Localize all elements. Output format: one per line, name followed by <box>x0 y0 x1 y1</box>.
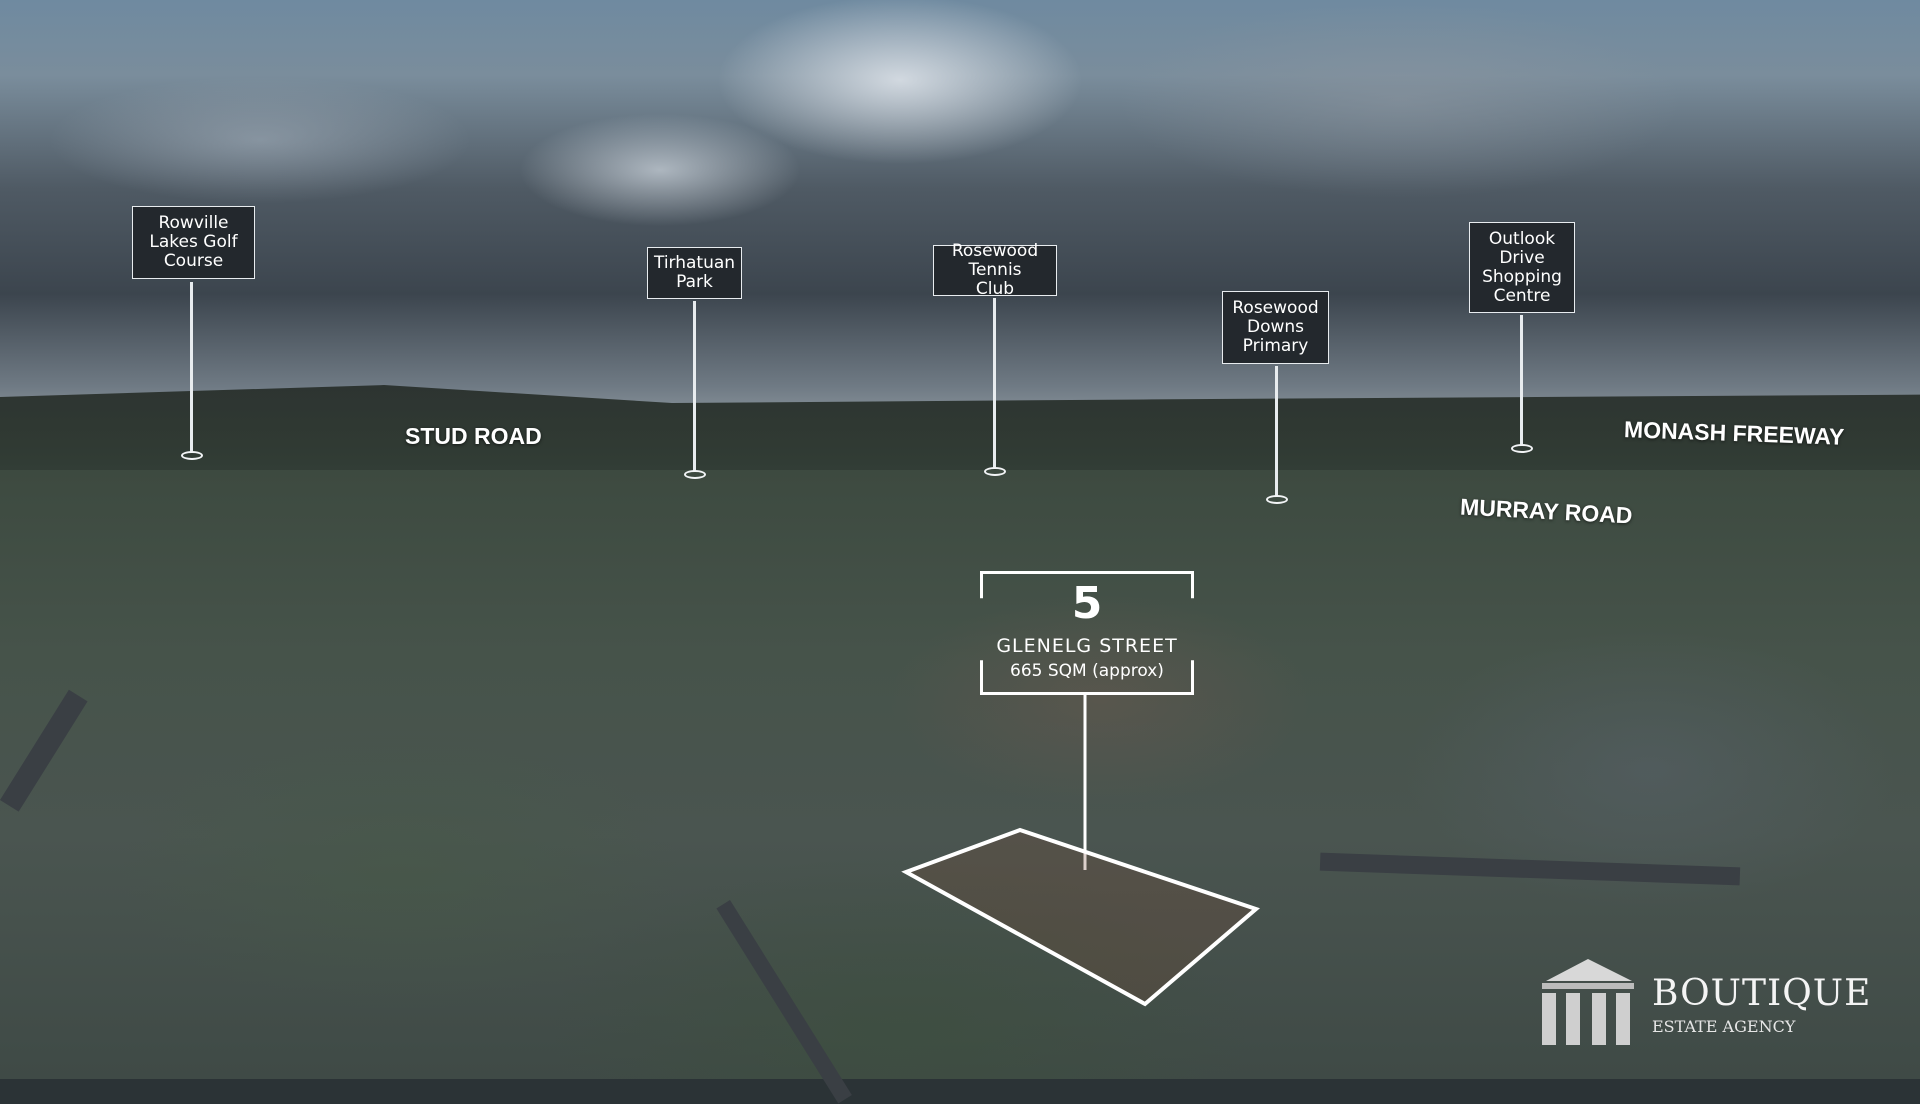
logo-brand: BOUTIQUE <box>1652 973 1872 1014</box>
road-label-stud: STUD ROAD <box>405 423 542 449</box>
poi-label: Tirhatuan Park <box>647 247 742 299</box>
property-overlay <box>901 695 1260 1007</box>
poi-label: Rosewood Tennis Club <box>933 242 1057 299</box>
pin-stick <box>190 282 193 452</box>
street-number: 5 <box>1071 578 1103 629</box>
property-address-card: 5 GLENELG STREET 665 SQM (approx) <box>980 571 1194 695</box>
building-columns-icon <box>1542 959 1634 1045</box>
pin-stick <box>1520 315 1523 445</box>
pin-base-icon <box>1266 495 1288 504</box>
pin-stick <box>1275 366 1278 496</box>
pin-base-icon <box>684 470 706 479</box>
pin-base-icon <box>1511 444 1533 453</box>
pin-stick <box>693 301 696 471</box>
poi-label: Outlook Drive Shopping Centre <box>1469 222 1575 313</box>
poi-label: Rosewood Downs Primary <box>1222 291 1329 364</box>
land-area: 665 SQM (approx) <box>1010 661 1164 681</box>
cloudy-sky <box>0 0 1920 420</box>
agency-logo: BOUTIQUE ESTATE AGENCY <box>1540 955 1880 1045</box>
pin-base-icon <box>984 467 1006 476</box>
poi-label: Rowville Lakes Golf Course <box>132 206 255 279</box>
pin-stick <box>993 298 996 468</box>
pin-base-icon <box>181 451 203 460</box>
street-name: GLENELG STREET <box>996 635 1178 657</box>
property-boundary <box>901 827 1260 1007</box>
logo-subtitle: ESTATE AGENCY <box>1652 1017 1796 1036</box>
